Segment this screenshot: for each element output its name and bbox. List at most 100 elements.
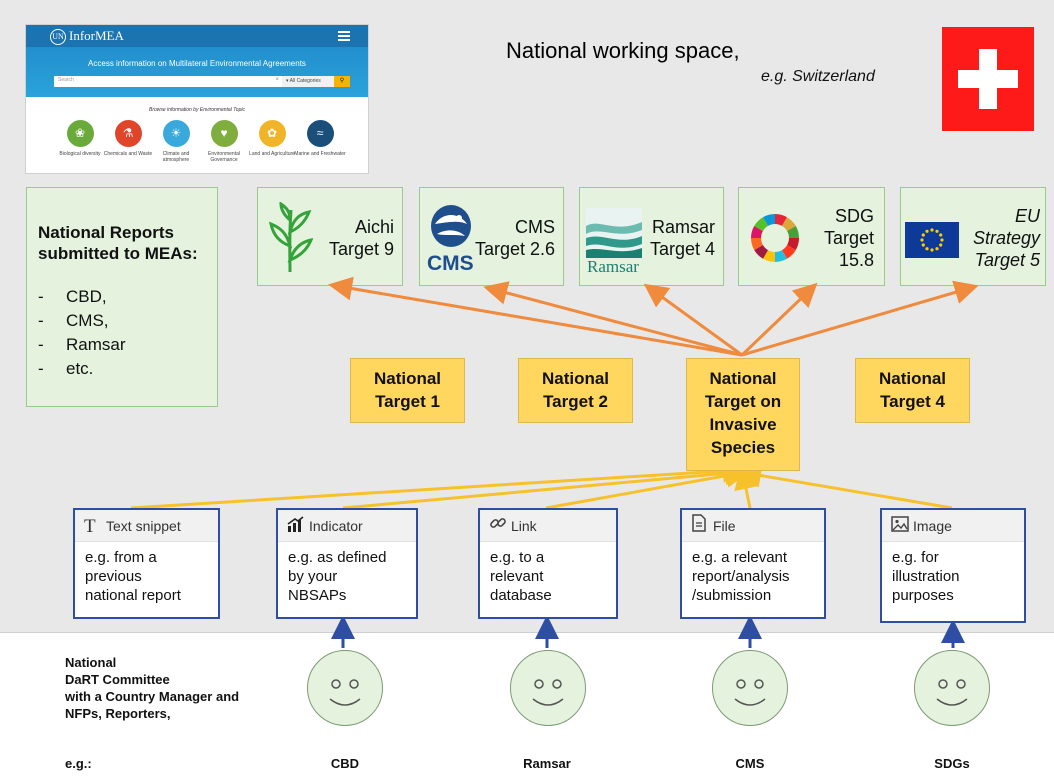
topic-biological-diversity: ❀ Biological diversity bbox=[54, 120, 106, 157]
ramsar-logo-text: Ramsar bbox=[587, 257, 639, 274]
target-line-1: Ramsar bbox=[651, 217, 715, 237]
aichi-plant-icon bbox=[268, 202, 313, 273]
target-line-1: Aichi bbox=[354, 217, 394, 237]
dna-icon: ❀ bbox=[66, 120, 94, 147]
file-icon bbox=[691, 511, 713, 543]
sun-cloud-icon: ☀ bbox=[162, 120, 190, 147]
sdg-wheel-icon bbox=[751, 213, 799, 262]
national-reports-box: National Reports submitted to MEAs: -CBD… bbox=[26, 187, 218, 407]
hamburger-menu-icon bbox=[338, 31, 350, 43]
arrow-to-ramsar bbox=[643, 283, 743, 357]
topic-label: Environmental Governance bbox=[208, 151, 240, 163]
topic-label: Biological diversity bbox=[59, 151, 101, 157]
list-item: -Ramsar bbox=[38, 335, 126, 354]
card-type: Link bbox=[511, 518, 537, 534]
national-target-invasive-species: National Target on Invasive Species bbox=[686, 358, 800, 471]
un-emblem-icon: UN bbox=[50, 29, 66, 46]
target-line-2: Target 9 bbox=[328, 239, 394, 259]
arrow-to-eu bbox=[741, 280, 979, 357]
indicator-chart-icon bbox=[287, 511, 309, 543]
topic-governance: ♥Environmental Governance bbox=[198, 120, 250, 163]
arrow-indicator bbox=[342, 461, 749, 510]
national-target-4: National Target 4 bbox=[855, 358, 970, 423]
text-icon: T bbox=[84, 516, 96, 538]
thumbnail-topics-heading: Browse information by Environmental Topi… bbox=[149, 107, 245, 113]
committee-description: National DaRT Committee with a Country M… bbox=[65, 655, 240, 721]
eu-flag-icon bbox=[905, 222, 959, 258]
target-line-2: Strategy bbox=[972, 228, 1040, 248]
wheat-icon: ✿ bbox=[258, 120, 286, 147]
card-type: Text snippet bbox=[106, 518, 181, 534]
member-ramsar: Ramsar bbox=[523, 756, 571, 771]
national-target-2: National Target 2 bbox=[518, 358, 633, 423]
clear-icon: × bbox=[275, 77, 279, 83]
cms-logo-icon: CMS bbox=[427, 205, 474, 274]
arrow-link bbox=[545, 463, 750, 510]
target-line-2: Target 2.6 bbox=[474, 239, 555, 259]
national-target-1: National Target 1 bbox=[350, 358, 465, 423]
link-icon bbox=[489, 511, 511, 543]
target-line-1: SDG bbox=[834, 206, 874, 226]
informea-logo-text: InforMEA bbox=[69, 28, 124, 43]
topic-label: Land and Agriculture bbox=[249, 151, 295, 157]
topic-land-agriculture: ✿ Land and Agriculture bbox=[246, 120, 298, 157]
thumbnail-category-select: ▾ All Categories bbox=[282, 76, 334, 87]
smiley-face-icon bbox=[914, 650, 990, 726]
card-header: Image bbox=[882, 510, 1024, 542]
topic-chemicals-waste: ⚗ Chemicals and Waste bbox=[102, 120, 154, 157]
thumbnail-topbar bbox=[26, 25, 368, 47]
arrow-to-cms bbox=[483, 281, 743, 357]
page-subtitle: e.g. Switzerland bbox=[761, 68, 875, 85]
card-header: File bbox=[682, 510, 824, 542]
member-cms: CMS bbox=[735, 756, 765, 771]
target-line-2: Target bbox=[823, 228, 874, 248]
fish-icon: ≈ bbox=[306, 120, 334, 147]
list-item: -CMS, bbox=[38, 311, 109, 330]
member-sdgs: SDGs bbox=[934, 756, 970, 771]
target-line-1: CMS bbox=[515, 217, 555, 237]
topic-marine-freshwater: ≈ Marine and Freshwater bbox=[294, 120, 346, 157]
arrow-text-snippet bbox=[130, 458, 747, 510]
topic-climate: ☀ Climate and atmosphere bbox=[150, 120, 202, 163]
smiley-face-icon bbox=[307, 650, 383, 726]
arrow-image bbox=[737, 463, 953, 510]
target-line-3: Target 5 bbox=[974, 250, 1040, 270]
target-line-2: Target 4 bbox=[649, 239, 715, 259]
card-type: File bbox=[713, 518, 736, 534]
card-header: T Text snippet bbox=[75, 510, 218, 542]
thumbnail-search-bar: Search × ▾ All Categories ⚲ bbox=[54, 76, 350, 87]
ramsar-logo-icon: Ramsar bbox=[586, 208, 642, 274]
card-type: Image bbox=[913, 518, 952, 534]
flask-icon: ⚗ bbox=[114, 120, 142, 147]
search-icon: ⚲ bbox=[334, 76, 350, 87]
card-type: Indicator bbox=[309, 518, 363, 534]
thumbnail-tagline: Access information on Multilateral Envir… bbox=[88, 59, 306, 68]
arrow-to-sdg bbox=[740, 282, 818, 357]
swiss-flag-icon bbox=[942, 27, 1034, 131]
cms-logo-text: CMS bbox=[427, 252, 474, 274]
reports-heading: National Reports submitted to MEAs: bbox=[38, 223, 198, 263]
topic-label: Chemicals and Waste bbox=[103, 151, 153, 157]
smiley-face-icon bbox=[712, 650, 788, 726]
card-header: Indicator bbox=[278, 510, 416, 542]
image-icon bbox=[891, 511, 913, 543]
thumbnail-search-placeholder: Search bbox=[58, 77, 74, 83]
committee-eg-label: e.g.: bbox=[65, 756, 92, 771]
topic-label: Climate and atmosphere bbox=[162, 151, 190, 163]
topic-label: Marine and Freshwater bbox=[294, 151, 346, 157]
